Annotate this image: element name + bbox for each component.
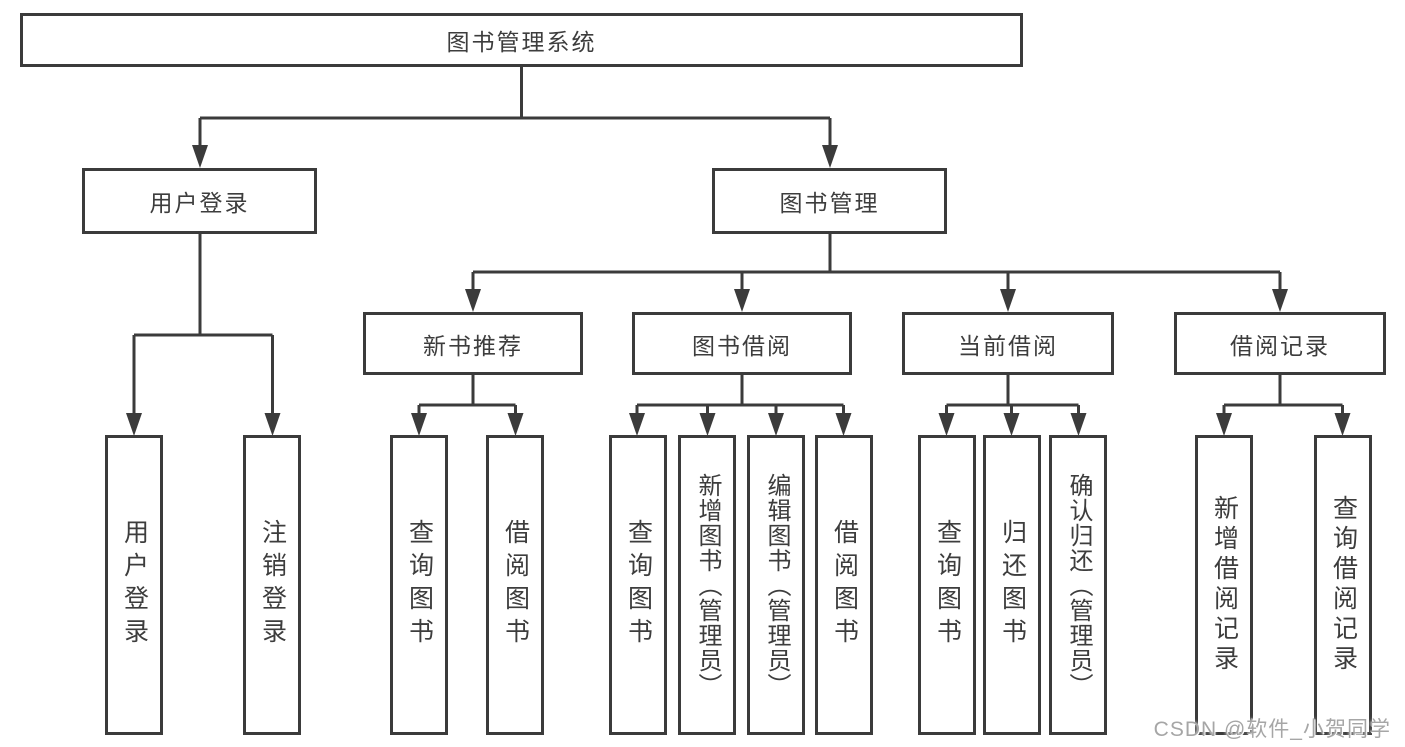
csdn-watermark: CSDN @软件_小贺同学 <box>1153 718 1391 741</box>
node-leaf-confirm-return-admin: 确认归还（管理员） <box>1049 435 1107 735</box>
leaf-label: 借阅图书 <box>501 519 530 651</box>
connector-borrow-record-children <box>1216 375 1351 436</box>
leaf-label: 查询图书 <box>624 519 653 651</box>
connector-root-to-level2 <box>192 67 838 168</box>
node-leaf-edit-books-admin: 编辑图书（管理员） <box>747 435 805 735</box>
leaf-label: 新增图书（管理员） <box>694 472 721 698</box>
leaf-label: 查询图书 <box>933 519 962 651</box>
node-book-management: 图书管理 <box>712 168 947 234</box>
leaf-label: 注销登录 <box>258 519 287 651</box>
leaf-label: 用户登录 <box>120 519 149 651</box>
node-new-book-recommendation: 新书推荐 <box>363 312 583 375</box>
node-leaf-query-books: 查询图书 <box>390 435 448 735</box>
node-leaf-borrow-books: 借阅图书 <box>815 435 873 735</box>
leaf-label: 编辑图书（管理员） <box>763 472 790 698</box>
node-leaf-logout: 注销登录 <box>243 435 301 735</box>
node-leaf-query-books: 查询图书 <box>609 435 667 735</box>
node-current-borrowing: 当前借阅 <box>902 312 1114 375</box>
connector-new-book-rec-children <box>411 375 524 436</box>
connector-user-login-children <box>126 234 281 436</box>
leaf-label: 确认归还（管理员） <box>1065 472 1092 698</box>
leaf-label: 归还图书 <box>998 519 1027 651</box>
leaf-label: 查询借阅记录 <box>1329 495 1358 675</box>
leaf-label: 查询图书 <box>405 519 434 651</box>
node-book-borrowing: 图书借阅 <box>632 312 852 375</box>
leaf-label: 新增借阅记录 <box>1210 495 1239 675</box>
connector-book-borrow-children <box>629 375 852 436</box>
node-user-login: 用户登录 <box>82 168 317 234</box>
node-leaf-add-books-admin: 新增图书（管理员） <box>678 435 736 735</box>
connector-current-borrow-children <box>938 375 1087 436</box>
node-leaf-query-books: 查询图书 <box>918 435 976 735</box>
node-borrowing-records: 借阅记录 <box>1174 312 1386 375</box>
node-leaf-user-login: 用户登录 <box>105 435 163 735</box>
node-leaf-borrow-books: 借阅图书 <box>486 435 544 735</box>
node-leaf-query-borrow-record: 查询借阅记录 <box>1314 435 1372 735</box>
node-root-system: 图书管理系统 <box>20 13 1023 67</box>
leaf-label: 借阅图书 <box>830 519 859 651</box>
node-leaf-return-books: 归还图书 <box>983 435 1041 735</box>
connector-book-mgmt-children <box>465 234 1288 312</box>
node-leaf-add-borrow-record: 新增借阅记录 <box>1195 435 1253 735</box>
